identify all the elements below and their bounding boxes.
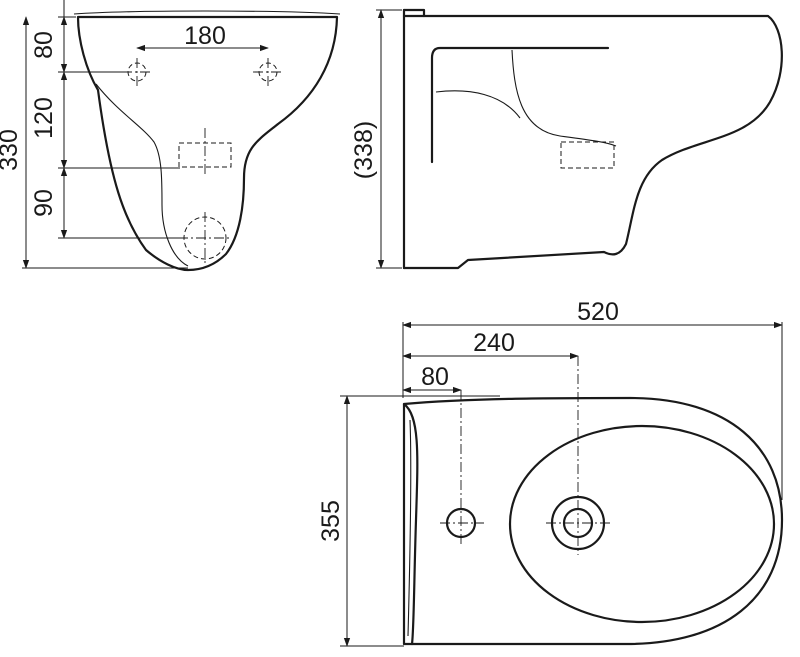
side-inner-bowl bbox=[430, 46, 610, 164]
front-inner-profile bbox=[95, 83, 189, 267]
front-dim-total-height: 330 bbox=[0, 129, 23, 171]
top-back-edge bbox=[402, 402, 419, 646]
top-dim-to-outlet: 240 bbox=[473, 329, 515, 357]
top-dim-to-inlet: 80 bbox=[421, 363, 449, 391]
front-dim-inlet-to-outlet: 90 bbox=[30, 189, 58, 217]
front-top-rim bbox=[73, 10, 341, 15]
front-bowl-outline bbox=[76, 15, 339, 272]
top-dim-width: 355 bbox=[317, 500, 345, 542]
side-inlet-hidden bbox=[560, 141, 615, 169]
top-view: 520 240 80 355 bbox=[317, 298, 784, 647]
front-dim-holes-to-inlet: 120 bbox=[30, 97, 58, 139]
side-dim-height: (338) bbox=[350, 121, 378, 179]
side-view: (338) bbox=[350, 8, 783, 270]
side-body-outline bbox=[402, 14, 783, 270]
top-outer-outline bbox=[402, 396, 784, 646]
front-dim-hole-spacing: 180 bbox=[184, 22, 226, 50]
top-dim-length: 520 bbox=[577, 298, 619, 326]
front-dim-top-to-holes: 80 bbox=[30, 31, 58, 59]
top-bowl-opening bbox=[508, 424, 776, 624]
front-view: 80 120 90 330 180 bbox=[0, 0, 341, 272]
